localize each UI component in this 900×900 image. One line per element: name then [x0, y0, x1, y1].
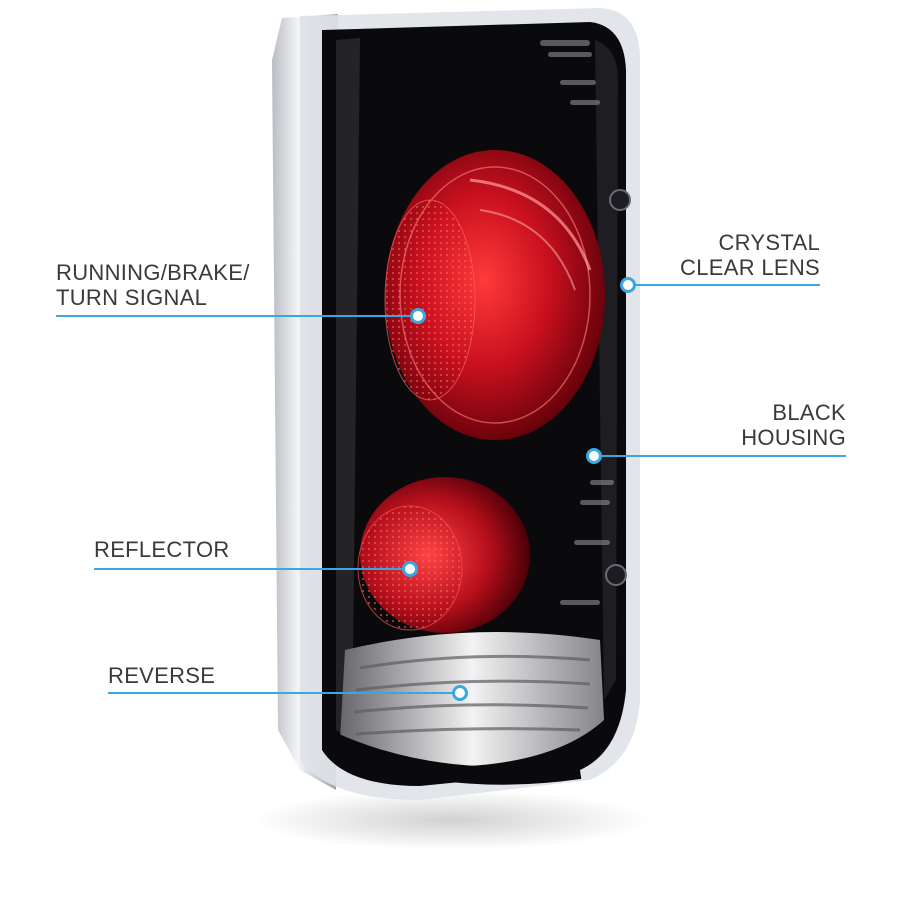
- label-reverse: REVERSE: [108, 663, 216, 688]
- label-black-housing: BLACK HOUSING: [741, 400, 846, 450]
- housing-texture: [540, 40, 614, 605]
- label-running-brake-turn: RUNNING/BRAKE/ TURN SIGNAL: [56, 260, 250, 310]
- callout-black-housing-dot: [586, 448, 602, 464]
- callout-crystal-lens-dot: [620, 277, 636, 293]
- mount-bolt-top: [609, 189, 631, 211]
- label-crystal-clear-lens: CRYSTAL CLEAR LENS: [680, 230, 820, 280]
- callout-reverse-dot: [452, 685, 468, 701]
- callout-running-brake-dot: [410, 308, 426, 324]
- floor-shadow: [250, 790, 650, 850]
- mount-bolt-bottom: [605, 564, 627, 586]
- callout-reflector-dot: [402, 561, 418, 577]
- label-reflector: REFLECTOR: [94, 537, 230, 562]
